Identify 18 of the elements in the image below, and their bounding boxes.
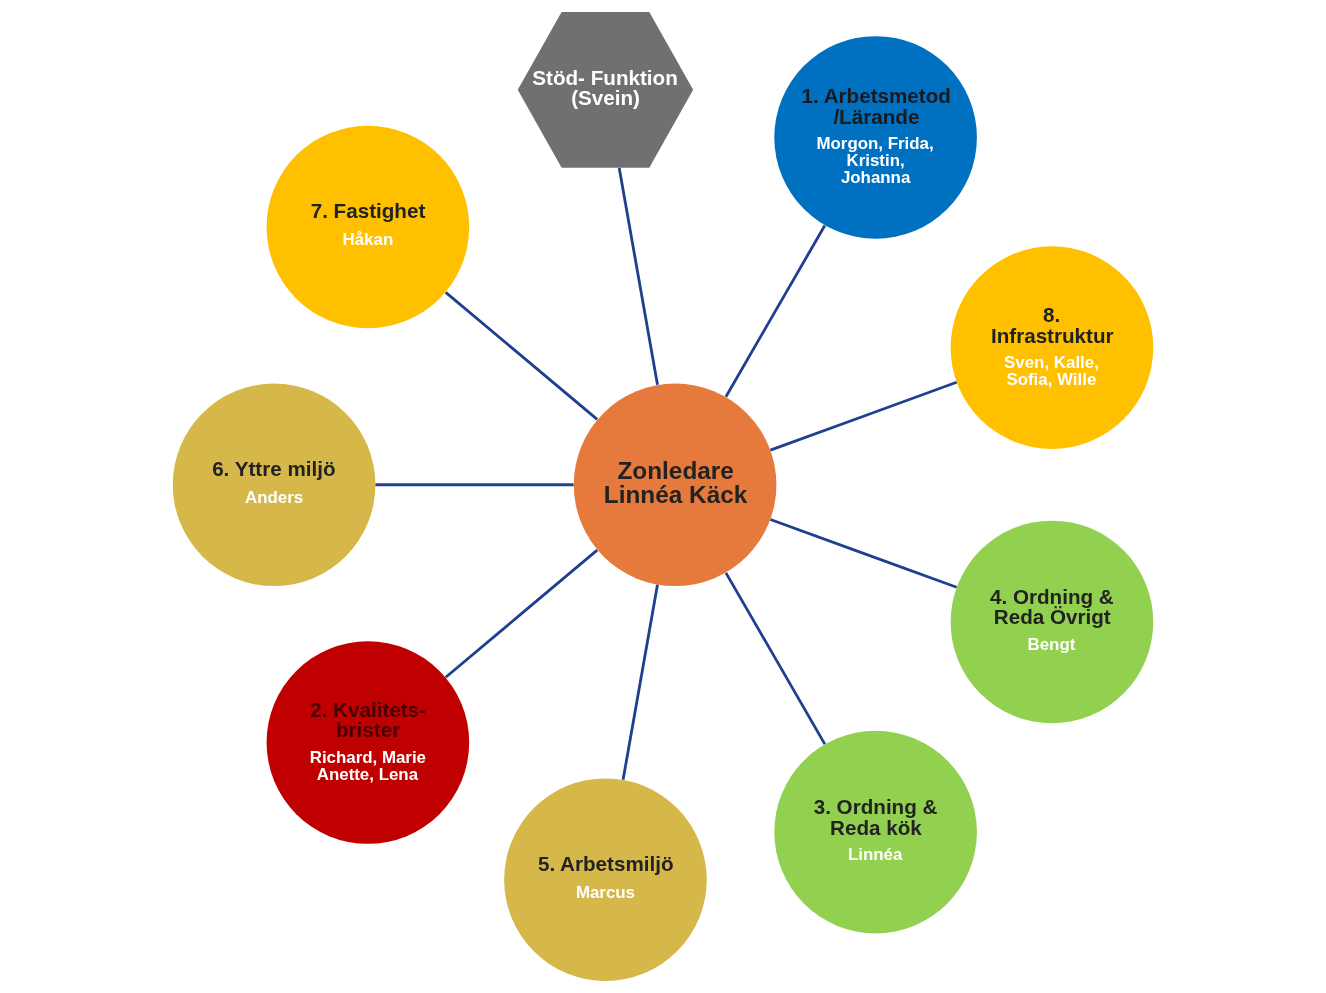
node-circle: 7. Fastighet Håkan	[266, 125, 470, 329]
connector	[724, 572, 826, 745]
connector	[769, 380, 958, 452]
connector	[621, 584, 659, 781]
node-circle: 8. Infrastruktur Sven, Kalle, Sofia, Wille	[950, 246, 1154, 449]
connector	[375, 483, 574, 487]
connector	[617, 167, 659, 386]
node-circle: 3. Ordning & Reda kök Linnéa	[774, 730, 977, 934]
node-circle: 4. Ordning & Reda Övrigt Bengt	[950, 520, 1154, 724]
connector	[769, 518, 958, 589]
connector	[724, 224, 826, 398]
connector	[444, 291, 599, 421]
node-circle: 1. Arbetsmetod /Lärande Morgon, Frida, Kristin, Johanna	[774, 36, 977, 239]
node-circle: 2. Kvalitets- brister Richard, Marie Anette, Lena	[266, 641, 470, 844]
node-circle: 6. Yttre miljö Anders	[172, 383, 376, 587]
connector	[444, 549, 599, 679]
node-circle: Zonledare Linnéa Käck	[573, 383, 777, 587]
node-circle: 5. Arbetsmiljö Marcus	[504, 778, 707, 981]
